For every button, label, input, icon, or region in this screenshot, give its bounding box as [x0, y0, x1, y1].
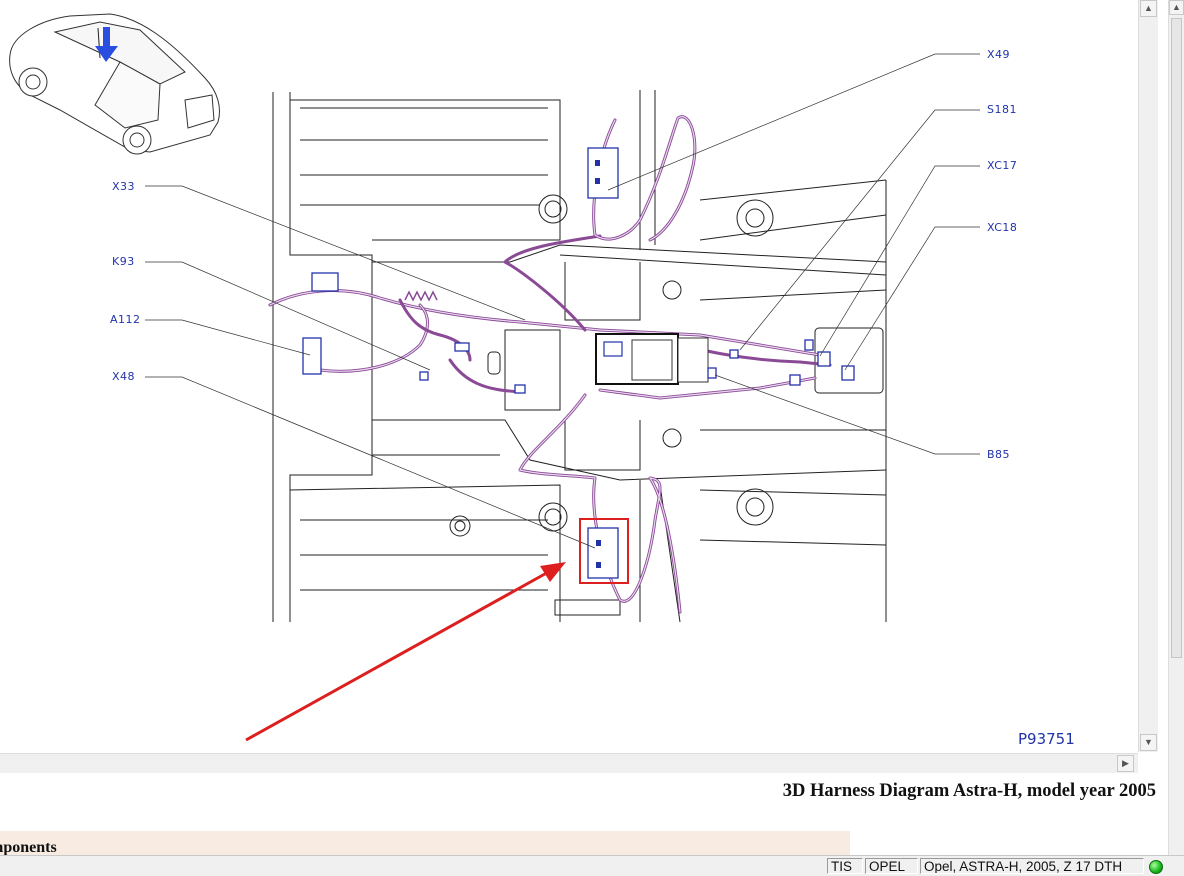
label-x48[interactable]: X48: [112, 370, 135, 383]
location-arrow-icon: [95, 27, 118, 62]
figure-id: P93751: [1018, 730, 1075, 748]
label-a112[interactable]: A112: [110, 313, 141, 326]
components-section-header: mponents: [0, 831, 850, 855]
page-scroll-up-button[interactable]: ▲: [1169, 0, 1184, 15]
label-xc17[interactable]: XC17: [987, 159, 1017, 172]
red-arrow-icon: [245, 562, 566, 742]
label-x33[interactable]: X33: [112, 180, 135, 193]
page-scroll-thumb[interactable]: [1171, 18, 1182, 658]
scroll-up-button[interactable]: ▲: [1140, 0, 1157, 17]
page-title: 3D Harness Diagram Astra-H, model year 2…: [782, 781, 1156, 801]
status-bar: TIS OPEL Opel, ASTRA-H, 2005, Z 17 DTH: [0, 855, 1184, 876]
status-light-icon: [1149, 860, 1163, 874]
harness-diagram: X49 S181 XC17 XC18 X33 K93 A112 X48 B85: [9, 13, 1017, 742]
vehicle-body-outline: [272, 90, 887, 623]
car-locator-icon: [9, 13, 220, 155]
scroll-right-button[interactable]: ▶: [1117, 755, 1134, 772]
page-vertical-scrollbar[interactable]: ▲: [1168, 0, 1184, 855]
diagram-horizontal-scrollbar[interactable]: ▶: [0, 753, 1138, 773]
status-vehicle: Opel, ASTRA-H, 2005, Z 17 DTH: [920, 858, 1144, 874]
wiring-harness: [268, 115, 832, 614]
label-xc18[interactable]: XC18: [987, 221, 1017, 234]
diagram-vertical-scrollbar[interactable]: ▲ ▼: [1138, 0, 1158, 752]
diagram-pane: X49 S181 XC17 XC18 X33 K93 A112 X48 B85 …: [9, 13, 1075, 748]
highlight-box: [579, 518, 629, 584]
label-b85[interactable]: B85: [987, 448, 1010, 461]
label-k93[interactable]: K93: [112, 255, 135, 268]
label-x49[interactable]: X49: [987, 48, 1010, 61]
leader-lines: [145, 53, 980, 549]
scroll-down-button[interactable]: ▼: [1140, 734, 1157, 751]
label-s181[interactable]: S181: [987, 103, 1017, 116]
connectors: [302, 147, 855, 579]
components-heading: mponents: [0, 839, 57, 855]
status-app: TIS: [827, 858, 863, 874]
status-brand: OPEL: [865, 858, 918, 874]
